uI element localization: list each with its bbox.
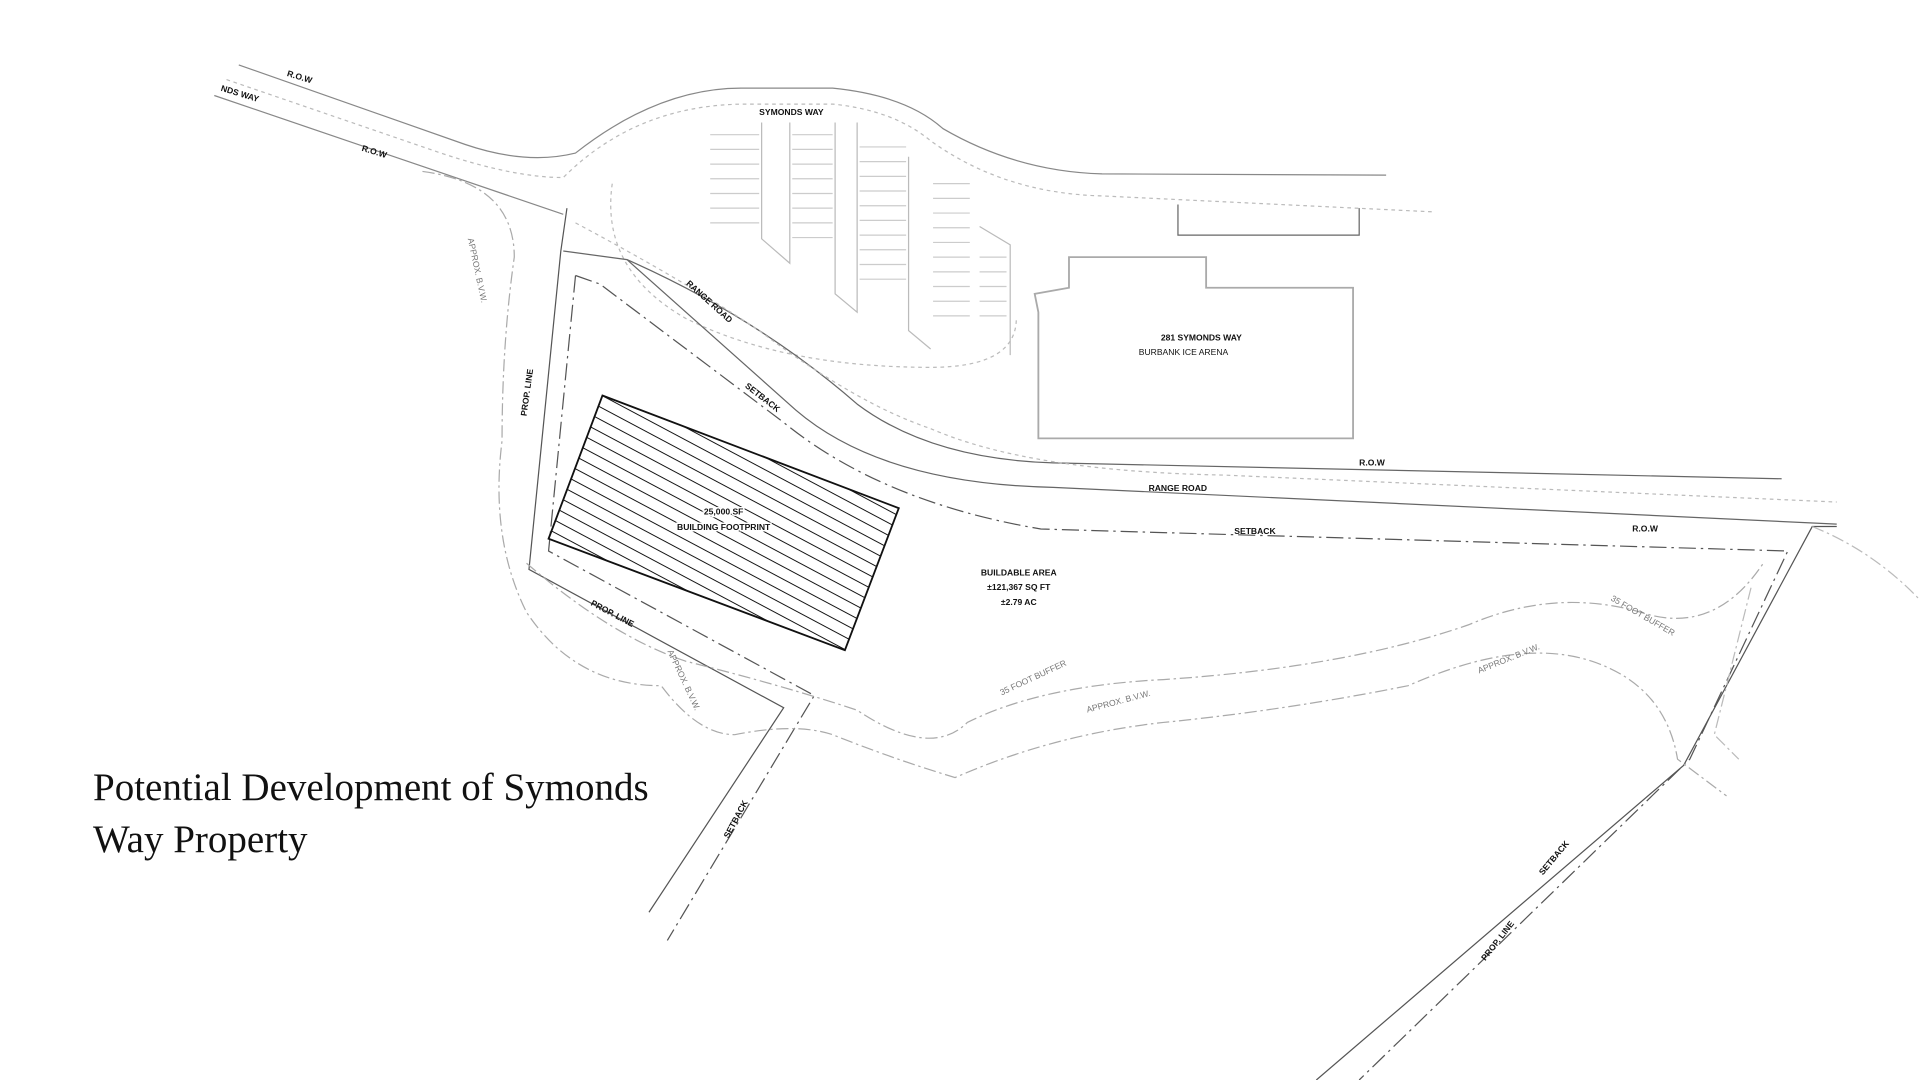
- title-line-1: Potential Development of Symonds: [93, 766, 649, 809]
- ice-arena-building: [1033, 256, 1354, 440]
- page-title: Potential Development of Symonds Way Pro…: [93, 762, 813, 866]
- label-buffer-1: 35 FOOT BUFFER: [998, 658, 1068, 698]
- label-buildable-1: BUILDABLE AREA: [981, 568, 1057, 578]
- label-buffer-2: 35 FOOT BUFFER: [1609, 593, 1677, 638]
- wetland-buffer: [422, 170, 1920, 797]
- label-footprint-2: BUILDING FOOTPRINT: [677, 522, 771, 532]
- label-buildable-3: ±2.79 AC: [1001, 597, 1037, 607]
- label-approx-bvw-4: APPROX. B.V.W.: [1476, 641, 1541, 675]
- label-row-3: R.O.W: [1359, 457, 1386, 467]
- range-road: [563, 222, 1837, 525]
- label-setback-1: SETBACK: [743, 381, 782, 415]
- label-footprint-1: 25,000 SF: [704, 506, 744, 516]
- label-row-2: R.O.W: [361, 143, 389, 160]
- label-prop-line-1: PROP. LINE: [519, 368, 536, 417]
- label-approx-bvw-2: APPROX. B.V.W.: [666, 648, 703, 712]
- label-range-road-2: RANGE ROAD: [1149, 483, 1208, 493]
- label-setback-2: SETBACK: [1234, 526, 1276, 536]
- label-setback-4: SETBACK: [1537, 838, 1572, 877]
- label-buildable-2: ±121,367 SQ FT: [987, 582, 1051, 592]
- label-arena-name: BURBANK ICE ARENA: [1139, 347, 1229, 357]
- canopy-line: [1177, 204, 1360, 236]
- label-arena-address: 281 SYMONDS WAY: [1161, 332, 1242, 342]
- label-prop-line-2: PROP. LINE: [589, 598, 636, 629]
- proposed-building-footprint: [547, 394, 900, 652]
- parking-lot: [610, 122, 1017, 368]
- property-line: [528, 208, 1837, 1080]
- label-symonds-way: SYMONDS WAY: [759, 107, 824, 117]
- label-approx-bvw-1: APPROX. B.V.W.: [466, 237, 489, 303]
- setback-line: [547, 274, 1789, 1080]
- label-symonds-way-cut: NDS WAY: [220, 83, 261, 104]
- title-line-2: Way Property: [93, 818, 308, 861]
- label-approx-bvw-3: APPROX. B.V.W.: [1085, 688, 1151, 715]
- symonds-way-road: [214, 64, 1433, 215]
- label-row-4: R.O.W: [1632, 523, 1659, 533]
